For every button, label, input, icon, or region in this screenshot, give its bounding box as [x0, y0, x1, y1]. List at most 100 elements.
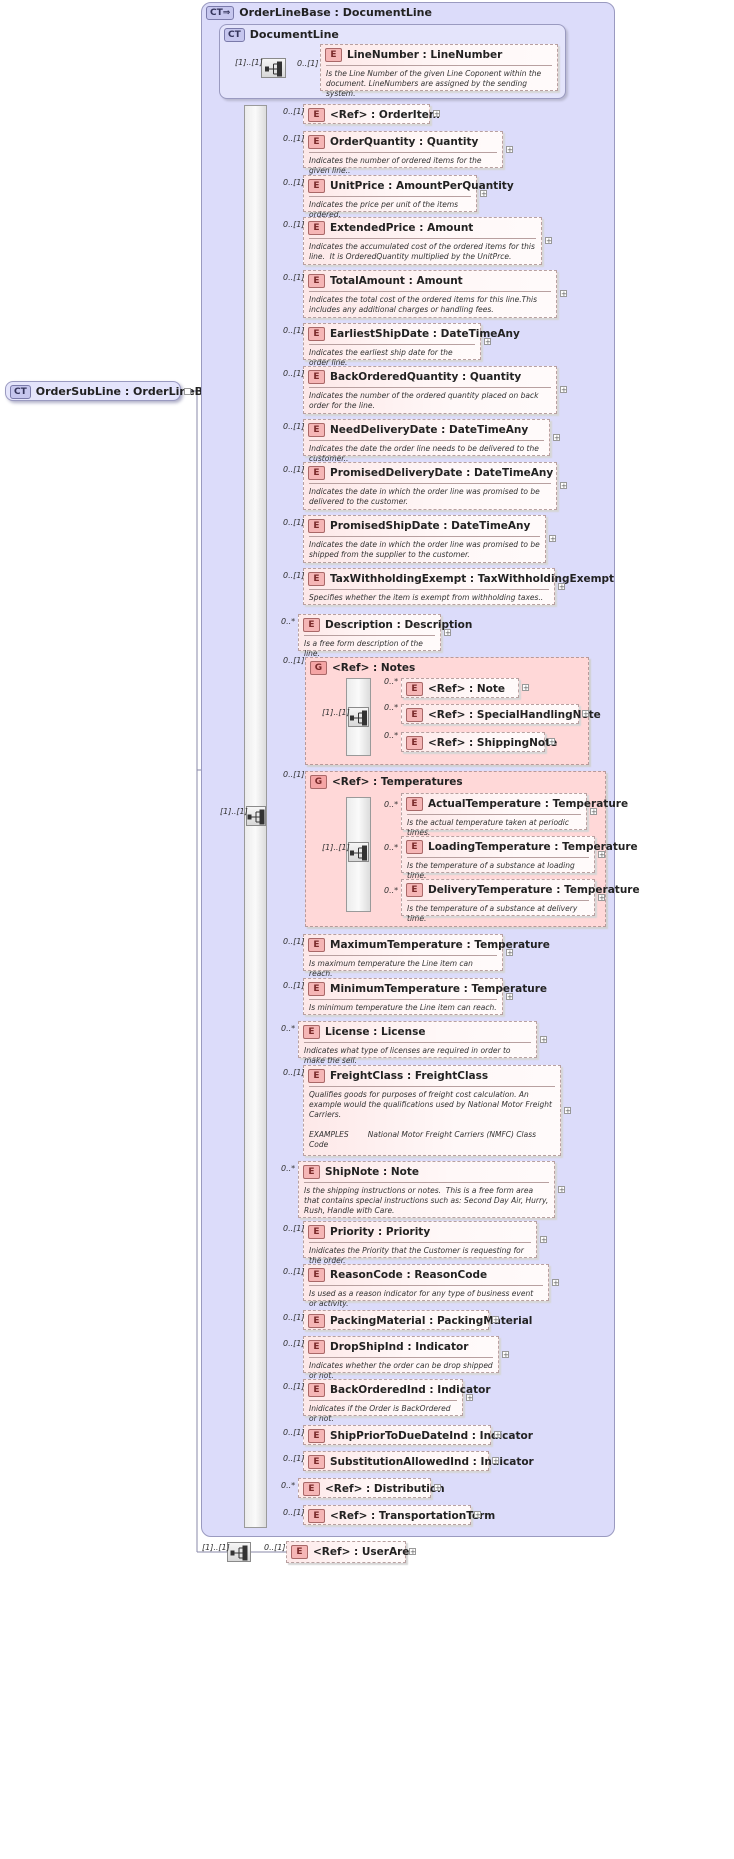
element-specialhandlingnote[interactable]: E<Ref> : SpecialHandlingNote — [401, 704, 601, 724]
expand-button[interactable]: + — [558, 582, 565, 591]
expand-button[interactable]: + — [506, 145, 513, 154]
expand-button[interactable]: + — [522, 684, 529, 692]
type-separator: : — [415, 136, 427, 148]
element-userarea[interactable]: E<Ref> : UserArea — [286, 1541, 416, 1563]
element-type: Quantity — [469, 371, 522, 383]
element-description: Is minimum temperature the Line item can… — [309, 999, 497, 1013]
expand-button[interactable]: + — [492, 1457, 499, 1465]
element-shippingnote[interactable]: E<Ref> : ShippingNote — [401, 732, 557, 752]
expand-button[interactable]: + — [466, 1393, 473, 1402]
collapse-button[interactable] — [184, 388, 191, 395]
expand-button[interactable]: + — [590, 807, 597, 816]
element-note[interactable]: E<Ref> : Note — [401, 678, 519, 698]
expand-button[interactable]: + — [480, 189, 487, 198]
expand-button[interactable]: + — [540, 1235, 547, 1244]
expand-button[interactable]: + — [506, 992, 513, 1001]
expand-button[interactable]: + — [560, 290, 567, 298]
expand-button[interactable]: + — [434, 1484, 441, 1492]
cardinality-label: 0..[1] — [264, 1543, 286, 1552]
element-name: DropShipInd — [330, 1341, 404, 1353]
expand-button[interactable]: + — [598, 850, 605, 859]
expand-button[interactable]: + — [492, 1316, 499, 1324]
type-separator: : — [402, 1269, 415, 1281]
expand-button[interactable]: + — [474, 1511, 481, 1519]
expand-button[interactable]: + — [545, 237, 552, 245]
element-badge-icon: E — [308, 1429, 325, 1443]
element-name: TotalAmount — [330, 275, 405, 287]
element-type: LineNumber — [430, 49, 503, 61]
element-badge-icon: E — [308, 1383, 325, 1397]
expand-button[interactable]: + — [433, 110, 440, 118]
expand-button[interactable]: + — [553, 433, 560, 442]
element-description: Indicates the earliest ship date for the… — [309, 344, 475, 368]
element-badge-icon: E — [308, 327, 325, 341]
expand-button[interactable]: + — [560, 482, 567, 490]
element-distribution[interactable]: E<Ref> : Distribution — [298, 1478, 445, 1498]
element-type: Indicator — [480, 1456, 534, 1468]
expand-button[interactable]: + — [598, 893, 605, 902]
expand-button[interactable]: + — [484, 337, 491, 346]
type-separator: : — [469, 1456, 481, 1468]
expand-button[interactable]: + — [548, 738, 555, 746]
expand-button[interactable]: + — [564, 1106, 571, 1115]
expand-button[interactable]: + — [540, 1035, 547, 1044]
expand-button[interactable]: + — [506, 948, 513, 957]
element-transportationterm[interactable]: E<Ref> : TransportationTerm — [303, 1505, 495, 1525]
expand-button[interactable]: + — [552, 1278, 559, 1287]
expand-button[interactable]: + — [582, 710, 589, 718]
element-badge-icon: E — [308, 135, 325, 149]
element-description: Is the shipping instructions or notes. T… — [304, 1182, 549, 1216]
sequence-icon — [247, 809, 265, 825]
element-description: Inidicates if the Order is BackOrdered o… — [309, 1400, 457, 1424]
type-separator: : — [384, 180, 396, 192]
type-separator: : — [437, 424, 450, 436]
type-separator: : — [425, 1384, 438, 1396]
cardinality-label: 0..* — [384, 800, 399, 809]
expand-button[interactable]: + — [558, 1185, 565, 1194]
sequence-icon — [265, 61, 282, 77]
element-orderitem[interactable]: E<Ref> : OrderItem — [303, 104, 440, 124]
expand-button[interactable]: + — [560, 386, 567, 394]
expand-button[interactable]: + — [494, 1431, 501, 1439]
element-name: MinimumTemperature — [330, 983, 461, 995]
expand-button[interactable]: + — [409, 1548, 416, 1556]
expand-button[interactable]: + — [549, 535, 556, 543]
element-type: OrderItem — [378, 109, 440, 121]
cardinality-label: [1]..[1] — [322, 843, 350, 852]
expand-button[interactable]: + — [502, 1350, 509, 1359]
expand-button[interactable]: + — [444, 628, 451, 637]
element-name: LineNumber — [347, 49, 419, 61]
